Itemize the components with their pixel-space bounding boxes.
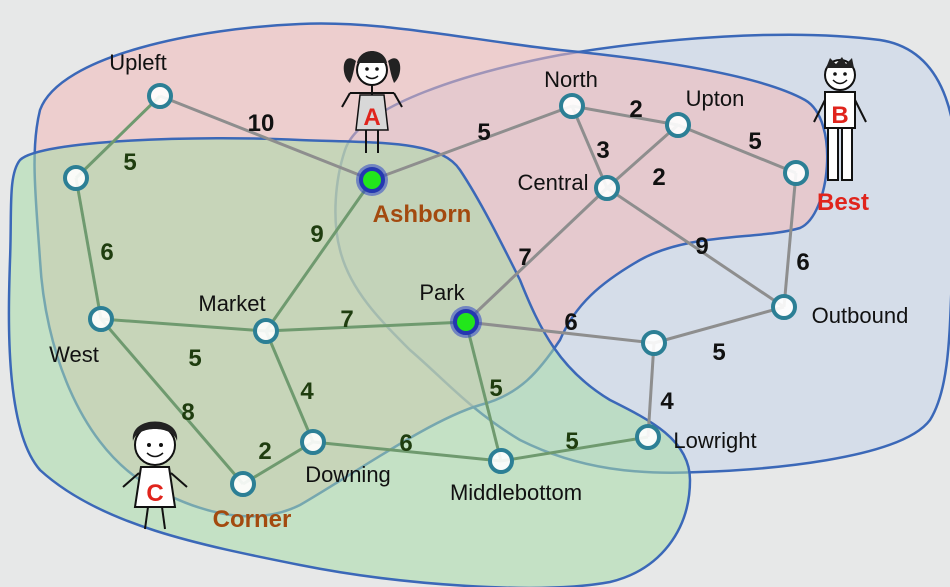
node-best xyxy=(783,160,809,186)
node-middlebottom xyxy=(488,448,514,474)
edge-north-central xyxy=(570,105,609,189)
person-c-figure: C xyxy=(122,421,188,530)
edge-weight-west-corner: 8 xyxy=(181,399,194,426)
edge-weight-upleft-ashborn: 10 xyxy=(248,110,275,137)
node-label-ashborn: Ashborn xyxy=(373,201,472,228)
edge-best-outbound xyxy=(782,172,798,308)
edges xyxy=(74,94,798,486)
node-label-market: Market xyxy=(198,291,265,316)
nodes xyxy=(63,83,809,497)
node-label-upleft: Upleft xyxy=(109,50,166,75)
node-label-lowright: Lowright xyxy=(673,428,756,453)
node-upleft xyxy=(147,83,173,109)
edge-weight-westtop-west: 6 xyxy=(100,239,113,266)
edge-park-eastmid xyxy=(465,320,655,345)
edge-middlebottom-lowright xyxy=(500,435,649,463)
edge-weight-corner-downing: 2 xyxy=(258,438,271,465)
node-park xyxy=(453,309,479,335)
edge-weight-eastmid-outbound: 5 xyxy=(712,339,725,366)
edge-weight-west-market: 5 xyxy=(188,345,201,372)
edge-weight-north-upton: 2 xyxy=(629,96,642,123)
node-label-park: Park xyxy=(419,280,465,305)
edge-weight-north-central: 3 xyxy=(596,137,609,164)
node-downing xyxy=(300,429,326,455)
node-ashborn xyxy=(359,167,385,193)
node-eastmid xyxy=(641,330,667,356)
edge-market-ashborn xyxy=(264,179,374,332)
person-c-letter: C xyxy=(146,480,163,507)
edge-weight-central-upton: 2 xyxy=(652,164,665,191)
edge-upleft-ashborn xyxy=(159,94,373,182)
edge-ashborn-north xyxy=(371,104,573,182)
edge-weight-park-central: 7 xyxy=(518,244,531,271)
node-label-downing: Downing xyxy=(305,462,391,487)
node-upton xyxy=(665,112,691,138)
edge-upton-best xyxy=(677,123,797,175)
person-a-figure: A xyxy=(341,51,403,153)
edge-upleft-westtop xyxy=(74,94,162,180)
node-north xyxy=(559,93,585,119)
edge-market-downing xyxy=(264,330,315,443)
node-label-corner: Corner xyxy=(213,506,292,533)
edge-weight-market-ashborn: 9 xyxy=(310,221,323,248)
edge-weight-downing-middlebottom: 6 xyxy=(399,430,412,457)
node-market xyxy=(253,318,279,344)
node-corner xyxy=(230,471,256,497)
edge-park-middlebottom xyxy=(464,321,503,462)
node-central xyxy=(594,175,620,201)
edge-weight-eastmid-lowright: 4 xyxy=(660,388,674,415)
edge-weight-park-middlebottom: 5 xyxy=(489,375,502,402)
person-b-letter: B xyxy=(831,102,848,129)
person-a-letter: A xyxy=(363,104,380,131)
edge-downing-middlebottom xyxy=(312,440,502,463)
edge-weight-upleft-westtop: 5 xyxy=(123,149,136,176)
edge-weight-ashborn-north: 5 xyxy=(477,119,490,146)
node-westtop xyxy=(63,165,89,191)
edge-corner-downing xyxy=(242,440,314,486)
node-label-west: West xyxy=(49,342,99,367)
edge-west-market xyxy=(100,317,267,333)
edge-weight-middlebottom-lowright: 5 xyxy=(565,428,578,455)
node-label-best: Best xyxy=(817,189,869,216)
edge-weight-central-outbound: 9 xyxy=(695,233,708,260)
node-label-central: Central xyxy=(518,170,589,195)
edge-market-park xyxy=(265,320,467,333)
edge-central-upton xyxy=(606,123,679,190)
edge-eastmid-lowright xyxy=(646,342,656,438)
edge-park-central xyxy=(464,186,609,324)
node-label-upton: Upton xyxy=(686,86,745,111)
node-outbound xyxy=(771,294,797,320)
edge-weight-upton-best: 5 xyxy=(748,128,761,155)
edge-weight-park-eastmid: 6 xyxy=(564,309,577,336)
edge-weight-market-downing: 4 xyxy=(300,378,314,405)
node-west xyxy=(88,306,114,332)
edge-weight-best-outbound: 6 xyxy=(796,249,809,276)
edge-north-upton xyxy=(571,104,679,127)
edge-eastmid-outbound xyxy=(653,305,785,345)
node-label-north: North xyxy=(544,67,598,92)
regions xyxy=(7,22,950,587)
node-label-middlebottom: Middlebottom xyxy=(450,480,582,505)
node-lowright xyxy=(635,424,661,450)
node-label-outbound: Outbound xyxy=(812,303,909,328)
edge-weight-market-park: 7 xyxy=(340,306,353,333)
edge-westtop-west xyxy=(74,177,103,320)
edge-west-corner xyxy=(99,318,245,485)
edge-central-outbound xyxy=(606,186,785,309)
region-c xyxy=(7,136,692,587)
person-b-figure: B xyxy=(813,57,867,181)
